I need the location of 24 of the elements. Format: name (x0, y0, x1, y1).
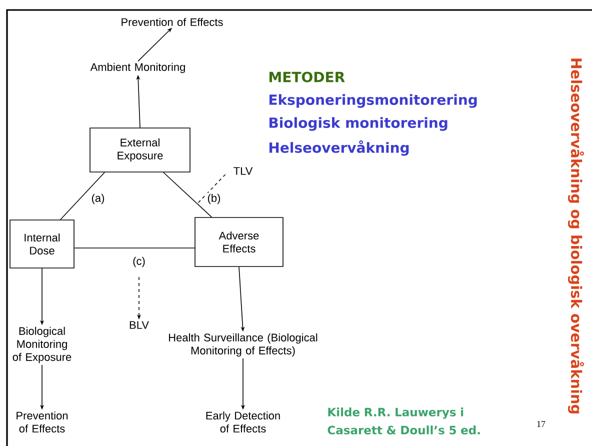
node-label: TLV (234, 167, 253, 175)
process-box: External Exposure (90, 128, 190, 172)
node-label: Ambient Monitoring (90, 62, 185, 74)
edge-label: (c) (132, 256, 146, 268)
dashed-line (196, 174, 226, 204)
node-label: Biological Monitoring of Exposure (12, 326, 72, 364)
process-box: Internal Dose (10, 220, 74, 268)
node-label: BLV (130, 321, 149, 329)
method-text: Eksponeringsmonitorering (270, 94, 477, 108)
connector-line (60, 172, 105, 220)
vertical-title: Helseovervåkning og biologisk overvåkning (568, 58, 584, 414)
method-text: Biologisk monitorering (270, 117, 448, 131)
edge-label: (b) (206, 192, 222, 206)
edge-label: (a) (90, 192, 106, 206)
heading: METODER (270, 72, 345, 82)
process-box: Adverse Effects (194, 217, 284, 267)
method-text: Helseovervåkning (270, 140, 409, 156)
page-number: 17 (537, 421, 546, 427)
connector-line (163, 172, 212, 218)
source-note: Kilde R.R. Lauwerys i Casarett & Doull’s 5 ed. (328, 408, 480, 434)
node-label: Health Surveillance (Biological Monitoring of Effects) (169, 333, 318, 357)
node-label: Early Detection of Effects (206, 411, 280, 433)
node-label: Prevention of Effects (16, 411, 68, 433)
node-label: Prevention of Effects (122, 18, 223, 26)
